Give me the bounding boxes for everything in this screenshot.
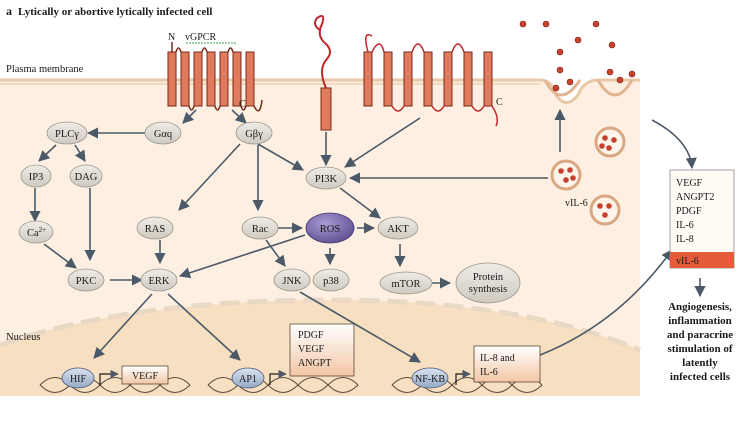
ip3-label: IP3 — [29, 172, 44, 183]
outcome-line-3: and paracrine — [667, 329, 733, 341]
ap1-target-3: ANGPT — [298, 358, 331, 369]
pkc-label: PKC — [76, 276, 96, 287]
outcome-line-4: stimulation of — [667, 343, 732, 355]
jnk-label: JNK — [282, 276, 302, 287]
ras-label: RAS — [145, 224, 166, 235]
outcome-line-6: infected cells — [670, 371, 731, 383]
nfkb-target-line1: IL-8 and — [480, 353, 515, 364]
secreted-factors-box — [669, 169, 735, 269]
vgpcr-name: vGPCR — [185, 32, 216, 43]
ap1-target-2: VEGF — [298, 344, 325, 355]
figure-title: Lytically or abortive lytically infected… — [18, 6, 212, 18]
gpcr2-c-term: C — [496, 97, 503, 108]
secreted-item-3: PDGF — [676, 206, 702, 217]
vgpcr-c-term: C — [239, 99, 246, 110]
signaling-arrows — [29, 108, 706, 373]
secreted-item-5: IL-8 — [676, 234, 694, 245]
secreted-item-2: ANGPT2 — [676, 192, 714, 203]
ca-base: Ca — [27, 228, 39, 239]
protein-synthesis-line1: Protein — [473, 272, 504, 283]
mtor-label: mTOR — [392, 279, 421, 290]
vgpcr-receptor — [167, 42, 263, 112]
target-gene-boxes — [121, 323, 541, 385]
ros-node — [305, 212, 355, 244]
erk-label: ERK — [149, 276, 170, 287]
vil6-label: vIL-6 — [565, 198, 588, 209]
ap1-target-1: PDGF — [298, 330, 324, 341]
outcome-line-5: latently — [682, 357, 718, 369]
gpcr-receptor-2 — [363, 34, 499, 127]
nfkb-label: NF-KB — [415, 374, 445, 385]
nucleus-label: Nucleus — [6, 332, 40, 343]
secreted-item-1: VEGF — [676, 178, 703, 189]
vegf-gene-label: VEGF — [132, 371, 159, 382]
pi3k-label: PI3K — [315, 174, 338, 185]
panel-label: a — [6, 4, 12, 18]
gp130-receptor — [314, 15, 332, 131]
tf-shapes — [61, 367, 449, 389]
nfkb-target-line2: IL-6 — [480, 367, 498, 378]
outcome-line-2: inflammation — [668, 315, 732, 327]
node-shapes — [18, 121, 521, 304]
promoter-arrows — [99, 369, 471, 385]
protein-synthesis-line2: synthesis — [469, 284, 508, 295]
akt-label: AKT — [387, 224, 409, 235]
hif-label: HIF — [70, 374, 87, 385]
dag-label: DAG — [75, 172, 98, 183]
gby-label: Gβγ — [245, 129, 263, 140]
secreted-item-vil6: vIL-6 — [676, 256, 699, 267]
ap1-label: AP1 — [239, 374, 257, 385]
vgpcr-n-term: N — [168, 32, 175, 43]
secreted-vesicles — [519, 20, 636, 97]
p38-label: p38 — [323, 276, 339, 287]
ros-label: ROS — [320, 224, 341, 235]
secreted-item-4: IL-6 — [676, 220, 694, 231]
ca-label: Ca2+ — [27, 226, 46, 239]
plcg-label: PLCγ — [55, 129, 79, 140]
outcome-line-1: Angiogenesis, — [668, 301, 732, 313]
gaq-label: Gαq — [154, 129, 173, 140]
ca-charge: 2+ — [39, 226, 47, 234]
membrane-label: Plasma membrane — [6, 64, 84, 75]
vil6-vesicles — [550, 126, 626, 226]
rac-label: Rac — [252, 224, 269, 235]
